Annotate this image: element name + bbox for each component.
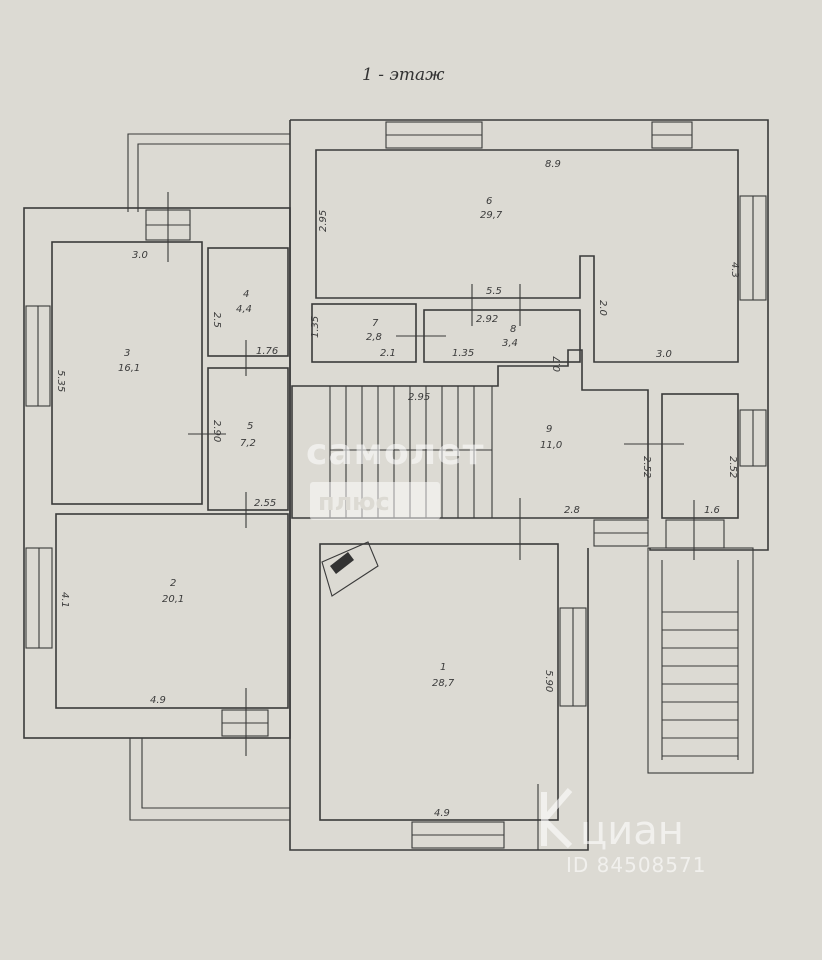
room-4-area: 4,4 xyxy=(236,304,252,315)
dim-r6-bottom: 5.5 xyxy=(486,286,502,297)
floor-title: 1 - этаж xyxy=(362,65,445,85)
exterior-stairs xyxy=(661,560,739,760)
dim-r8-width: 2.92 xyxy=(476,314,498,325)
cian-listing-id: ID 84508571 xyxy=(566,853,706,877)
dim-r1-height: 5.90 xyxy=(543,670,554,692)
room-2-area: 20,1 xyxy=(162,594,184,605)
room-2-number: 2 xyxy=(170,578,176,589)
dim-r2-height: 4.1 xyxy=(59,592,70,608)
room-2-outline xyxy=(55,513,289,709)
dim-rs-width: 1.6 xyxy=(704,505,720,516)
room-3-area: 16,1 xyxy=(118,363,140,374)
room-6-area: 29,7 xyxy=(480,210,503,221)
dim-r7-width: 2.1 xyxy=(380,348,396,359)
room-8-number: 8 xyxy=(510,324,516,335)
room-9-outline xyxy=(291,349,649,519)
dim-r6-inner-width: 3.0 xyxy=(656,349,672,360)
dim-r6-width: 8.9 xyxy=(545,159,561,170)
dim-stair-width: 2.95 xyxy=(408,392,430,403)
dim-r9-small: 0.7 xyxy=(552,355,563,372)
room-5-area: 7,2 xyxy=(240,438,256,449)
door-marks xyxy=(167,192,695,850)
room-7-area: 2,8 xyxy=(366,332,382,343)
room-8-outline xyxy=(423,309,581,363)
room-7-outline xyxy=(311,303,417,363)
room-1-outline xyxy=(319,543,559,821)
dim-r3-width: 3.0 xyxy=(132,250,148,261)
room-small-outline xyxy=(661,393,739,519)
dim-r1-width: 4.9 xyxy=(434,808,450,819)
room-1-area: 28,7 xyxy=(432,678,455,689)
dim-r6-inner-height: 2.0 xyxy=(597,300,608,316)
dim-r9-width: 2.8 xyxy=(564,505,580,516)
room-4-outline xyxy=(207,247,289,357)
cian-wordmark: циан xyxy=(580,808,684,854)
room-5-number: 5 xyxy=(247,421,253,432)
dim-r5-width: 2.55 xyxy=(254,498,276,509)
room-3-outline xyxy=(51,241,203,505)
room-5-outline xyxy=(207,367,289,511)
cian-logo-icon xyxy=(541,788,573,849)
room-6-number: 6 xyxy=(486,196,492,207)
room-1-number: 1 xyxy=(440,662,446,673)
room-9-area: 11,0 xyxy=(540,440,562,451)
room-3-number: 3 xyxy=(124,348,130,359)
room-4-number: 4 xyxy=(243,289,249,300)
room-labels: 6 29,7 4 4,4 3 16,1 7 2,8 8 3,4 5 7,2 9 … xyxy=(118,196,562,689)
dim-r8-bottom: 1.35 xyxy=(452,348,474,359)
dim-r6-left-height: 2.95 xyxy=(318,210,329,232)
room-7-number: 7 xyxy=(372,318,379,329)
boiler-icon xyxy=(321,541,379,597)
dim-r7-height: 1.35 xyxy=(310,316,321,338)
dim-r2-width: 4.9 xyxy=(150,695,166,706)
room-6-outline xyxy=(315,149,739,363)
samolet-watermark: самолет плюс xyxy=(306,432,484,520)
windows xyxy=(25,121,767,849)
cian-watermark: циан ID 84508571 xyxy=(541,788,706,877)
dim-rs-height: 2.52 xyxy=(727,456,738,478)
samolet-wordmark: самолет xyxy=(306,432,484,473)
dimension-labels: 8.9 2.95 4.3 5.5 2.0 3.0 3.0 5.35 2.5 1.… xyxy=(55,159,740,819)
walls xyxy=(23,119,769,851)
room-outlines xyxy=(51,149,739,821)
dim-r4-width: 1.76 xyxy=(256,346,278,357)
dim-r5-height: 2.90 xyxy=(211,420,222,442)
plus-wordmark: плюс xyxy=(318,488,390,516)
dim-r9-height: 2.52 xyxy=(641,456,652,478)
dim-r6-right-height: 4.3 xyxy=(729,262,740,278)
dim-r3-height: 5.35 xyxy=(55,370,66,392)
room-9-number: 9 xyxy=(546,424,552,435)
room-8-area: 3,4 xyxy=(502,338,518,349)
dim-r4-height: 2.5 xyxy=(211,312,222,328)
